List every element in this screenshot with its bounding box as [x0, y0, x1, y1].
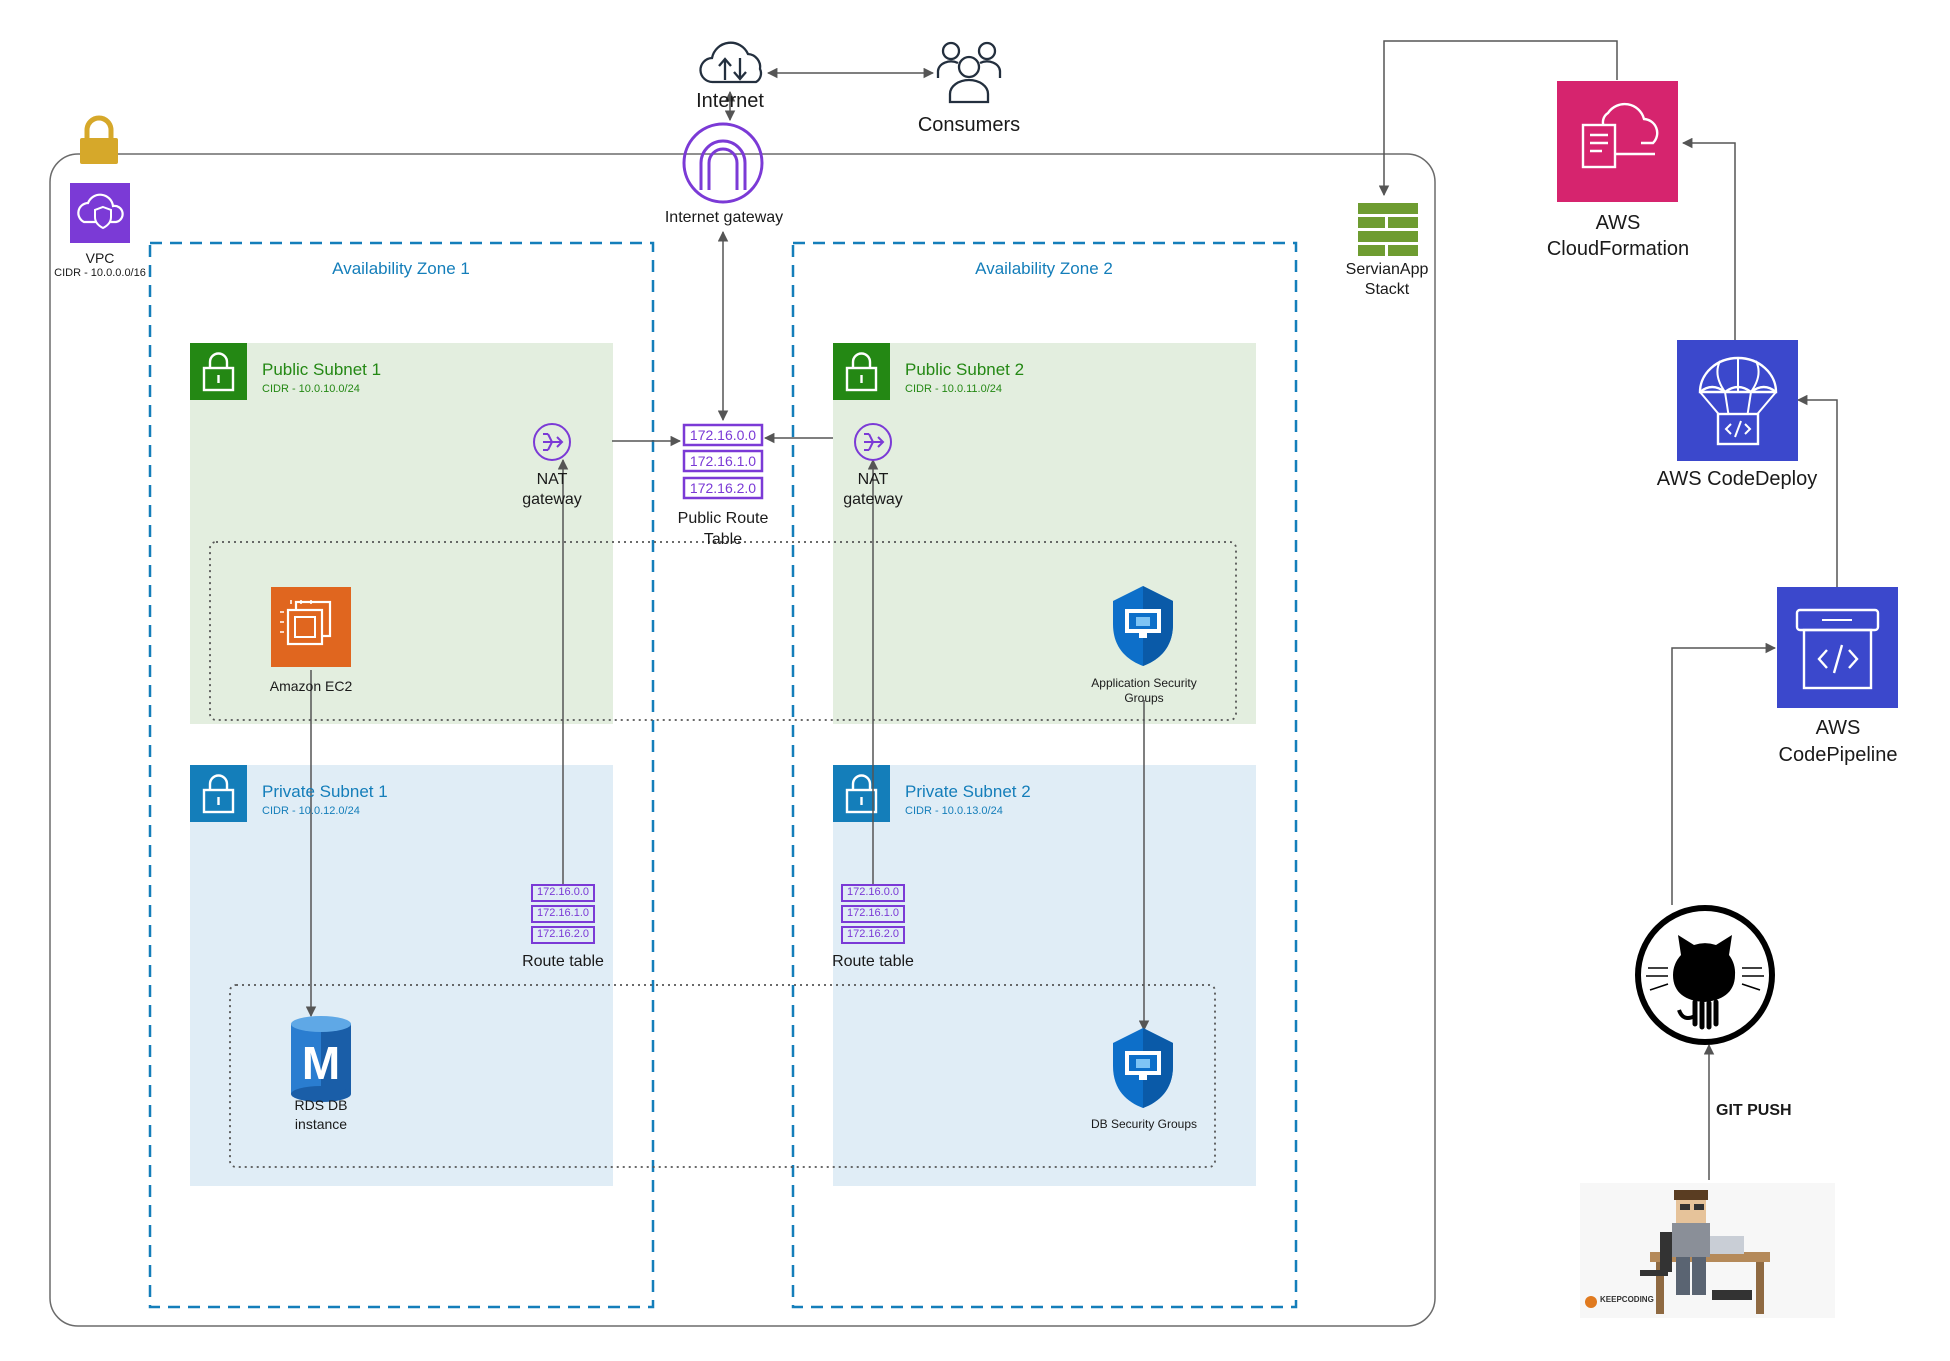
vpc-cidr: CIDR - 10.0.0.0/16 — [54, 267, 146, 279]
public-subnet-1-title: Public Subnet 1 — [262, 360, 382, 379]
private-subnet-1-title: Private Subnet 1 — [262, 782, 388, 801]
developer-logo-text: KEEPCODING — [1600, 1295, 1654, 1304]
private-subnet-2-title: Private Subnet 2 — [905, 782, 1031, 801]
rds-line1: RDS DB — [294, 1097, 348, 1113]
nat-gateway-2-label: NAT gateway — [843, 470, 903, 510]
codepipeline-codedeploy-arrow — [1796, 394, 1838, 587]
nat-gateway-1-label: NAT gateway — [522, 470, 582, 510]
github-octocat-icon — [1635, 905, 1775, 1045]
github-codepipeline-arrow — [1671, 642, 1777, 905]
route-table-1-row-1: 172.16.0.0 — [537, 886, 589, 898]
public-subnet-1-cidr: CIDR - 10.0.10.0/24 — [262, 383, 360, 395]
app-security-groups-label: Application Security Groups — [1091, 676, 1196, 706]
cloudformation-line2: CloudFormation — [1546, 238, 1690, 260]
pipeline-icon — [1777, 587, 1898, 708]
public-subnet-1 — [190, 343, 613, 724]
users-icon — [936, 41, 1002, 104]
rds-line2: instance — [294, 1116, 348, 1132]
public-subnet-2-title: Public Subnet 2 — [905, 360, 1025, 379]
cloud-icon — [699, 41, 763, 84]
availability-zone-1 — [148, 241, 655, 1309]
parachute-icon — [1677, 340, 1798, 461]
database-icon — [291, 1016, 351, 1102]
codepipeline-label: AWS CodePipeline — [1779, 715, 1898, 769]
public-route-table-line1: Public Route — [677, 510, 769, 527]
nat-gateway-2-line1: NAT — [857, 471, 889, 488]
ec2-icon — [271, 587, 351, 667]
codepipeline-line1: AWS — [1815, 717, 1861, 739]
cloudformation-stack-arrow — [1378, 40, 1618, 197]
availability-zone-1-label: Availability Zone 1 — [332, 259, 470, 278]
firewall-icon — [1358, 203, 1418, 256]
codedeploy-label: AWS CodeDeploy — [1656, 468, 1818, 490]
nat-gateway-icon — [854, 423, 892, 461]
public-route-table-label: Public Route Table — [678, 508, 769, 550]
route-table-icon — [682, 423, 764, 500]
private-subnet-2 — [833, 765, 1256, 1186]
cloudformation-icon — [1557, 81, 1678, 202]
public-route-row-2: 172.16.1.0 — [689, 453, 757, 469]
stack-line2: Stackt — [1364, 281, 1410, 298]
internet-gateway-label: Internet gateway — [664, 209, 784, 226]
public-subnet-2-cidr: CIDR - 10.0.11.0/24 — [905, 383, 1003, 395]
vpc-label: VPC — [85, 250, 115, 266]
codepipeline-line2: CodePipeline — [1778, 744, 1898, 766]
cloudformation-label: AWS CloudFormation — [1547, 210, 1689, 262]
public-route-table-line2: Table — [703, 531, 743, 548]
private-subnet-1-cidr: CIDR - 10.0.12.0/24 — [262, 805, 360, 817]
private-subnet-1 — [190, 765, 613, 1186]
rds-label: RDS DB instance — [295, 1096, 348, 1134]
availability-zone-2 — [791, 241, 1298, 1309]
developer-illustration — [1580, 1183, 1835, 1318]
padlock-icon — [190, 343, 247, 400]
route-table-1-row-3: 172.16.2.0 — [537, 928, 589, 940]
gateway-icon — [682, 122, 764, 204]
stack-line1: ServianApp — [1345, 261, 1429, 278]
route-table-2-row-2: 172.16.1.0 — [847, 907, 899, 919]
route-table-1-row-2: 172.16.1.0 — [537, 907, 589, 919]
padlock-icon — [833, 343, 890, 400]
shield-monitor-icon — [1113, 1028, 1173, 1108]
vpc-icon — [70, 183, 130, 243]
consumers-label: Consumers — [917, 114, 1021, 136]
route-table-2-row-1: 172.16.0.0 — [847, 886, 899, 898]
route-table-2-row-3: 172.16.2.0 — [847, 928, 899, 940]
public-route-row-1: 172.16.0.0 — [689, 427, 757, 443]
git-push-label: GIT PUSH — [1716, 1102, 1792, 1119]
public-route-row-3: 172.16.2.0 — [689, 480, 757, 496]
db-security-group-boundary — [229, 984, 1216, 1168]
public-subnet-2 — [833, 343, 1256, 724]
app-security-group-boundary — [209, 541, 1237, 721]
vpc-lock-icon — [80, 115, 118, 164]
nat-gateway-1-line2: gateway — [522, 491, 582, 508]
cloudformation-line1: AWS — [1595, 212, 1641, 234]
padlock-icon — [190, 765, 247, 822]
private-subnet-2-cidr: CIDR - 10.0.13.0/24 — [905, 805, 1003, 817]
route-table-icon — [531, 884, 595, 944]
padlock-icon — [833, 765, 890, 822]
db-security-groups-label: DB Security Groups — [1090, 1117, 1198, 1131]
route-table-2-label: Route table — [832, 953, 914, 970]
nat-gateway-2-line2: gateway — [843, 491, 903, 508]
internet-label: Internet — [696, 90, 764, 112]
nat-gateway-1-line1: NAT — [536, 471, 568, 488]
app-security-groups-line2: Groups — [1124, 691, 1164, 705]
route-table-1-label: Route table — [522, 953, 604, 970]
rds-letter: M — [301, 1037, 341, 1089]
codedeploy-cloudformation-arrow — [1681, 137, 1736, 340]
nat-gateway-icon — [533, 423, 571, 461]
shield-monitor-icon — [1113, 586, 1173, 666]
stack-label: ServianApp Stackt — [1346, 260, 1429, 300]
ec2-label: Amazon EC2 — [269, 678, 353, 694]
app-security-groups-line1: Application Security — [1091, 676, 1197, 690]
route-table-icon — [841, 884, 905, 944]
availability-zone-2-label: Availability Zone 2 — [975, 259, 1113, 278]
